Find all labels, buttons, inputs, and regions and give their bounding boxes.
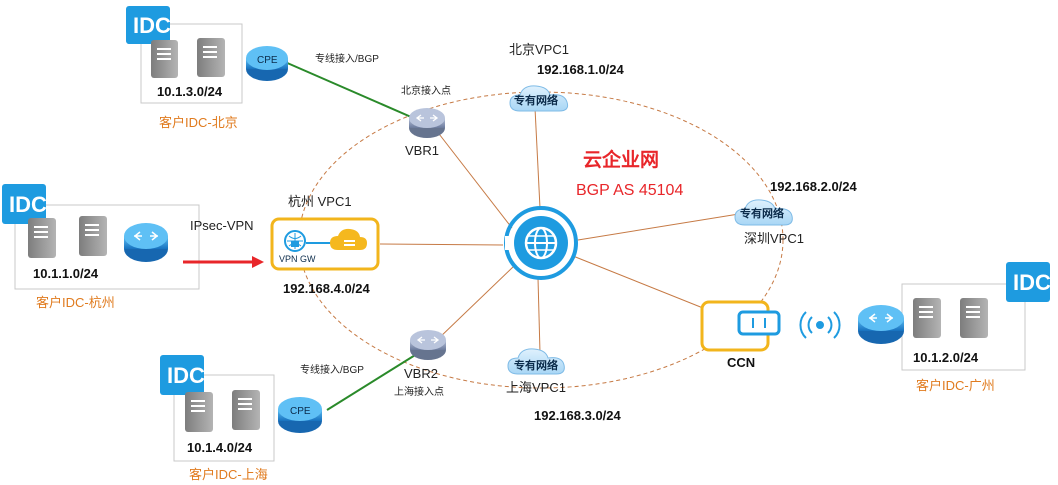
cen-title: 云企业网 [583, 148, 659, 171]
idc-badge-text: IDC [133, 13, 171, 38]
idc-badge-icon: IDC [126, 6, 171, 44]
spoke-shanghai-vpc [537, 277, 541, 354]
idc-badge-icon: IDC [1006, 262, 1051, 302]
idc-guangzhou: IDC 10.1.2.0/24 客户IDC-广州 [901, 262, 1051, 393]
idc-guangzhou-cidr: 10.1.2.0/24 [913, 350, 979, 365]
spoke-beijing-vpc [534, 107, 541, 209]
idc-badge-icon: IDC [160, 355, 205, 395]
vpc-shanghai-cidr: 192.168.3.0/24 [534, 408, 622, 423]
red-arrow-icon [183, 256, 264, 268]
idc-badge-icon: IDC [2, 184, 47, 224]
ccn-icon [700, 300, 781, 352]
idc-beijing-caption: 客户IDC-北京 [159, 115, 238, 130]
cen-hub-icon [504, 206, 578, 280]
router-icon [858, 305, 904, 344]
cpe-router-icon: CPE [278, 397, 322, 433]
spoke-vbr2 [436, 265, 515, 341]
server-icon [28, 218, 56, 258]
vpc-shanghai-cloud-label: 专有网络 [514, 358, 558, 372]
vpc-beijing-cloud-label: 专有网络 [514, 93, 558, 107]
vpc-cloud-icon [330, 228, 367, 250]
vpc-shenzhen-cidr: 192.168.2.0/24 [770, 179, 858, 194]
vpc-beijing-name: 北京VPC1 [509, 42, 569, 57]
wireless-icon [799, 311, 841, 339]
ccn-label: CCN [727, 355, 755, 370]
idc-guangzhou-caption: 客户IDC-广州 [916, 378, 995, 393]
vpc-hangzhou-name: 杭州 VPC1 [288, 194, 352, 209]
shanghai-dedicated-line [326, 351, 421, 411]
idc-badge-text: IDC [1013, 270, 1051, 295]
server-icon [913, 298, 941, 338]
vpc-shenzhen-name: 深圳VPC1 [744, 231, 804, 246]
vpc-shanghai-name: 上海VPC1 [506, 380, 566, 395]
server-icon [151, 40, 178, 78]
cpe-beijing-label: CPE [257, 55, 278, 66]
spoke-ccn [572, 255, 709, 311]
vpc-beijing-cidr: 192.168.1.0/24 [537, 62, 625, 77]
hangzhou-link-label: IPsec-VPN [190, 218, 254, 233]
beijing-link-label: 专线接入/BGP [315, 52, 379, 65]
vbr2-access-label: 上海接入点 [394, 385, 444, 398]
idc-hangzhou: IDC 10.1.1.0/24 客户IDC-杭州 [2, 184, 200, 310]
server-icon [197, 38, 225, 77]
vbr1-access-label: 北京接入点 [401, 84, 451, 97]
spoke-vbr1 [435, 129, 513, 229]
cen-subtitle: BGP AS 45104 [576, 182, 683, 199]
server-icon [232, 390, 260, 430]
spoke-hangzhou-vpc [379, 243, 504, 246]
idc-badge-text: IDC [9, 192, 47, 217]
beijing-dedicated-line [284, 61, 419, 121]
server-icon [79, 216, 107, 256]
vpc-shenzhen-cloud-label: 专有网络 [740, 206, 784, 220]
vbr2-label: VBR2 [404, 366, 438, 381]
cpe-router-icon: CPE [246, 46, 288, 81]
cen-spokes [379, 107, 746, 354]
vpc-cloud-icon [509, 85, 569, 112]
vbr1-router-icon [409, 108, 445, 138]
idc-shanghai: IDC 10.1.4.0/24 客户IDC-上海 [160, 355, 275, 482]
idc-shanghai-cidr: 10.1.4.0/24 [187, 440, 253, 455]
router-icon [124, 223, 168, 262]
server-icon [960, 298, 988, 338]
shanghai-link-label: 专线接入/BGP [300, 363, 364, 376]
idc-badge-text: IDC [167, 363, 205, 388]
idc-hangzhou-cidr: 10.1.1.0/24 [33, 266, 99, 281]
server-icon [185, 392, 213, 432]
vpn-gateway-icon: VPN GW [279, 230, 316, 264]
vpc-cloud-icon [734, 199, 793, 226]
vbr2-router-icon [410, 330, 446, 360]
cpe-shanghai-label: CPE [290, 406, 311, 417]
vbr1-label: VBR1 [405, 143, 439, 158]
idc-beijing: IDC 10.1.3.0/24 客户IDC-北京 [126, 6, 243, 130]
spoke-shenzhen-vpc [577, 212, 746, 241]
vpc-cloud-icon [507, 348, 565, 375]
idc-shanghai-caption: 客户IDC-上海 [189, 467, 268, 482]
idc-hangzhou-caption: 客户IDC-杭州 [36, 295, 115, 310]
vpn-gw-label: VPN GW [279, 254, 316, 264]
idc-beijing-cidr: 10.1.3.0/24 [157, 84, 223, 99]
vpc-hangzhou-cidr: 192.168.4.0/24 [283, 281, 371, 296]
